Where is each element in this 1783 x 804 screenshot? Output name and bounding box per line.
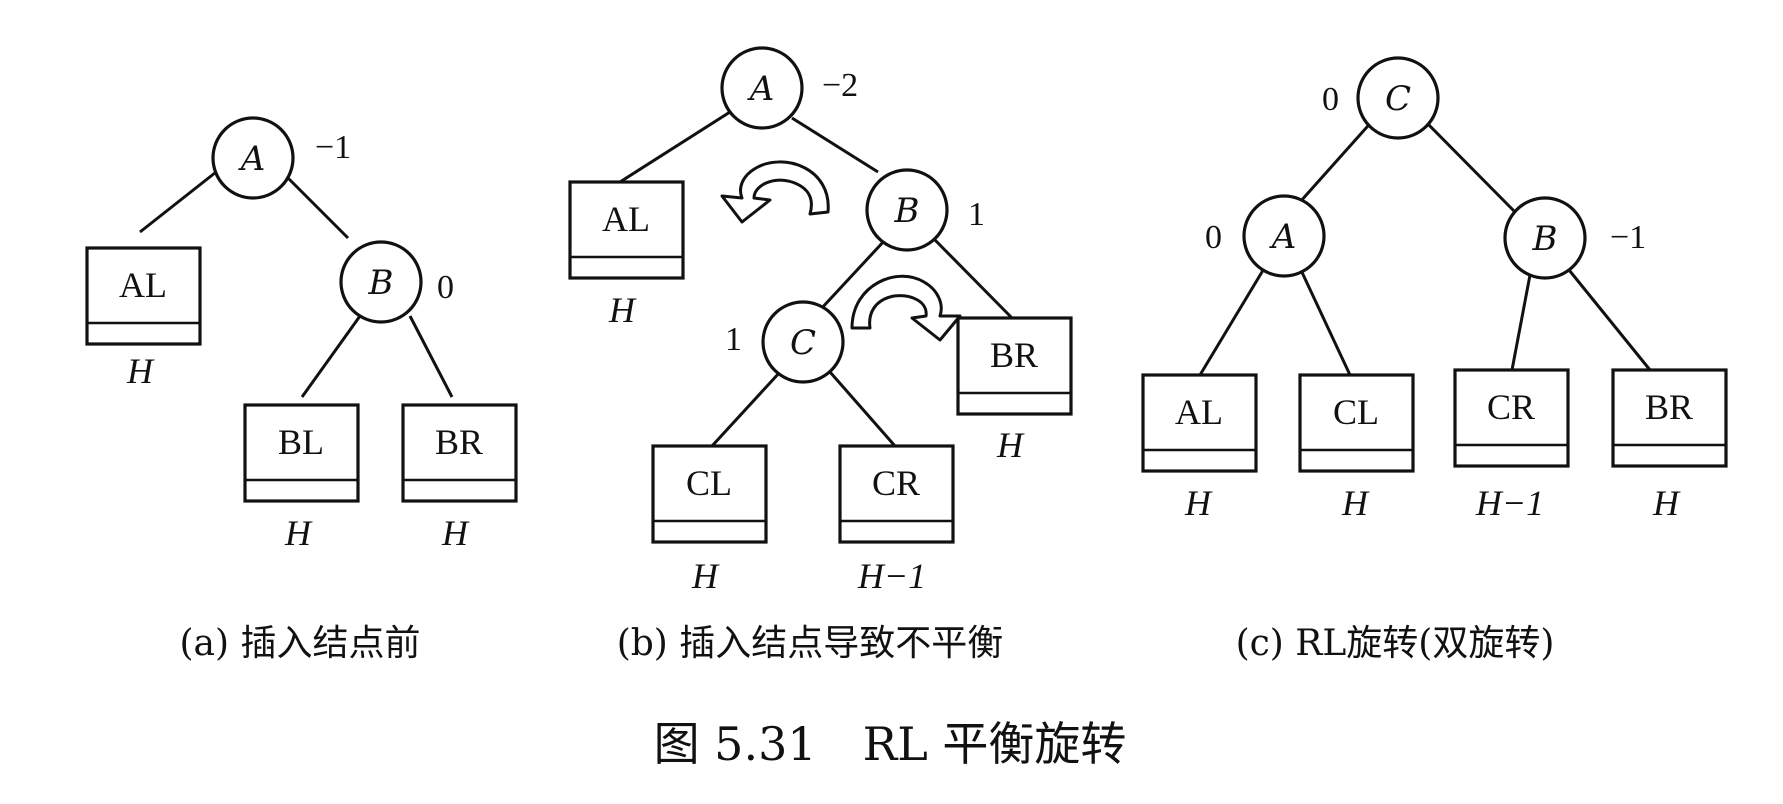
subtree-label: BR	[1645, 387, 1693, 427]
height-c-CR: H−1	[1475, 483, 1544, 523]
panel-a: A −1 B 0 AL H BL H BR H (a) 插入结点前	[85, 116, 518, 664]
edge-c-C-A	[1298, 117, 1377, 203]
edge-b-A-AL	[619, 110, 731, 184]
rotate-left-arrow-icon	[850, 274, 962, 342]
balance-factor-c-C: 0	[1322, 81, 1339, 118]
subtree-a-BR: BR	[401, 403, 518, 503]
edge-a-A-AL	[139, 163, 226, 234]
figure-caption: 图 5.31 RL 平衡旋转	[654, 717, 1127, 771]
edge-b-C-CL	[710, 370, 782, 448]
height-b-AL: H	[608, 290, 637, 330]
node-label: B	[1532, 219, 1558, 259]
edge-a-B-BL	[300, 315, 362, 398]
node-b-B: B	[865, 168, 949, 252]
subtree-label: CL	[686, 463, 732, 503]
height-a-AL: H	[126, 351, 155, 391]
caption-c: (c) RL旋转(双旋转)	[1236, 623, 1555, 664]
rotate-right-arrow-icon	[720, 160, 830, 224]
height-b-CR: H−1	[857, 556, 926, 596]
node-c-C: C	[1356, 56, 1440, 140]
subtree-label: BR	[435, 422, 483, 462]
node-c-A: A	[1242, 194, 1326, 278]
height-c-CL: H	[1341, 483, 1370, 523]
height-c-AL: H	[1184, 483, 1213, 523]
panel-c: C 0 A 0 B −1 AL H CL H CR H−1	[1141, 56, 1728, 664]
edge-b-B-BR	[933, 238, 1014, 320]
edge-c-B-CR	[1510, 274, 1532, 371]
height-b-BR: H	[996, 425, 1025, 465]
subtree-label: AL	[602, 199, 650, 239]
height-c-BR: H	[1652, 483, 1681, 523]
subtree-label: CR	[872, 463, 920, 503]
subtree-c-AL: AL	[1141, 373, 1258, 473]
caption-b: (b) 插入结点导致不平衡	[617, 623, 1004, 664]
balance-factor-c-B: −1	[1610, 219, 1646, 256]
node-c-B: B	[1503, 196, 1587, 280]
node-b-C: C	[761, 300, 845, 384]
height-b-CL: H	[691, 556, 720, 596]
edge-a-A-B	[280, 170, 350, 240]
subtree-a-BL: BL	[243, 403, 360, 503]
edge-b-A-B	[791, 116, 879, 174]
panel-b: A −2 B 1 C 1 AL H BR H	[568, 46, 1073, 664]
node-a-A: A	[211, 116, 295, 200]
subtree-b-BR: BR	[956, 316, 1073, 416]
subtree-label: CL	[1333, 392, 1379, 432]
node-a-B: B	[339, 240, 423, 324]
subtree-label: CR	[1487, 387, 1535, 427]
subtree-b-AL: AL	[568, 180, 685, 280]
balance-factor-a-A: −1	[315, 129, 351, 166]
caption-a: (a) 插入结点前	[180, 623, 421, 664]
balance-factor-b-C: 1	[725, 321, 742, 358]
balance-factor-b-B: 1	[968, 196, 985, 233]
height-a-BR: H	[441, 513, 470, 553]
edge-c-A-CL	[1298, 267, 1352, 376]
node-label: B	[368, 263, 394, 303]
subtree-a-AL: AL	[85, 246, 202, 346]
edge-c-B-BR	[1563, 264, 1652, 371]
node-label: C	[1385, 79, 1411, 119]
height-a-BL: H	[284, 513, 313, 553]
balance-factor-c-A: 0	[1205, 219, 1222, 256]
edge-b-B-C	[818, 238, 887, 312]
node-label: C	[790, 323, 816, 363]
balance-factor-b-A: −2	[822, 67, 858, 104]
edge-a-B-BR	[408, 315, 454, 398]
subtree-c-CR: CR	[1453, 368, 1570, 468]
subtree-label: BR	[990, 335, 1038, 375]
subtree-b-CL: CL	[651, 444, 768, 544]
subtree-label: AL	[119, 265, 167, 305]
subtree-b-CR: CR	[838, 444, 955, 544]
balance-factor-a-B: 0	[437, 269, 454, 306]
node-b-A: A	[720, 46, 804, 130]
edge-c-C-B	[1420, 116, 1517, 214]
subtree-c-CL: CL	[1298, 373, 1415, 473]
subtree-c-BR: BR	[1611, 368, 1728, 468]
edge-c-A-AL	[1198, 261, 1270, 376]
subtree-label: AL	[1175, 392, 1223, 432]
node-label: A	[1269, 217, 1297, 257]
node-label: B	[894, 191, 920, 231]
node-label: A	[238, 139, 266, 179]
edge-b-C-CR	[828, 371, 897, 447]
subtree-label: BL	[278, 422, 324, 462]
node-label: A	[747, 69, 775, 109]
